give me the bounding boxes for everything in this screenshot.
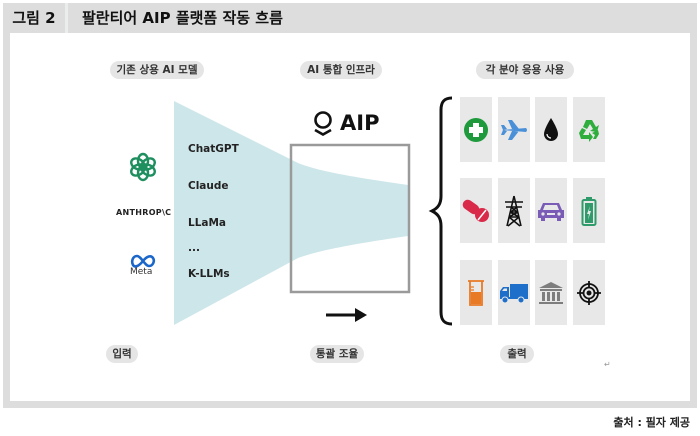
application-tile bbox=[573, 97, 605, 162]
palantir-logo-icon bbox=[314, 111, 332, 136]
battery-icon bbox=[581, 196, 597, 226]
target-icon bbox=[577, 280, 601, 305]
anthropic-wordmark: ANTHROP\C bbox=[116, 208, 172, 217]
application-tile bbox=[573, 260, 605, 325]
title-divider bbox=[65, 3, 68, 33]
application-tile bbox=[535, 178, 567, 243]
application-tile bbox=[460, 97, 492, 162]
application-tile bbox=[498, 178, 530, 243]
figure-title: 팔란티어 AIP 플랫폼 작동 흐름 bbox=[68, 3, 697, 33]
right-arrow-icon bbox=[326, 308, 367, 322]
return-mark: ↵ bbox=[604, 360, 611, 369]
application-tile bbox=[460, 178, 492, 243]
application-tile bbox=[535, 97, 567, 162]
truck-icon bbox=[500, 283, 528, 303]
aip-logo: AIP bbox=[312, 110, 379, 136]
right-column-header: 각 분야 응용 사용 bbox=[476, 61, 574, 79]
bank-icon bbox=[539, 281, 563, 304]
middle-column-header: AI 통합 인프라 bbox=[300, 61, 382, 79]
meta-logo-icon bbox=[130, 254, 156, 268]
orchestration-label: 통괄 조율 bbox=[310, 345, 364, 363]
aip-logo-text: AIP bbox=[340, 111, 380, 135]
medical-cross-icon bbox=[464, 117, 488, 142]
model-item: ChatGPT bbox=[188, 143, 239, 155]
power-tower-icon bbox=[505, 195, 523, 227]
car-icon bbox=[538, 202, 564, 221]
application-tile bbox=[535, 260, 567, 325]
model-item: K-LLMs bbox=[188, 268, 230, 280]
beaker-icon bbox=[468, 279, 484, 306]
figure-source: 출처 : 필자 제공 bbox=[613, 416, 690, 429]
left-column-header: 기존 상용 AI 모델 bbox=[110, 61, 204, 79]
figure-number: 그림 2 bbox=[3, 3, 65, 33]
application-tile bbox=[498, 260, 530, 325]
model-item: Claude bbox=[188, 180, 229, 192]
model-item: LLaMa bbox=[188, 217, 227, 229]
curly-brace bbox=[428, 96, 453, 326]
pills-icon bbox=[462, 199, 489, 222]
output-label: 출력 bbox=[500, 345, 534, 363]
airplane-icon bbox=[501, 119, 527, 140]
input-label: 입력 bbox=[106, 345, 138, 363]
application-tile bbox=[498, 97, 530, 162]
meta-label: Meta bbox=[130, 267, 153, 277]
application-tile bbox=[573, 178, 605, 243]
oil-drop-icon bbox=[544, 117, 558, 141]
model-item: ... bbox=[188, 242, 200, 254]
openai-logo-icon bbox=[128, 152, 158, 182]
application-tile bbox=[460, 260, 492, 325]
recycle-icon bbox=[579, 119, 599, 142]
aip-platform-box bbox=[289, 143, 411, 294]
